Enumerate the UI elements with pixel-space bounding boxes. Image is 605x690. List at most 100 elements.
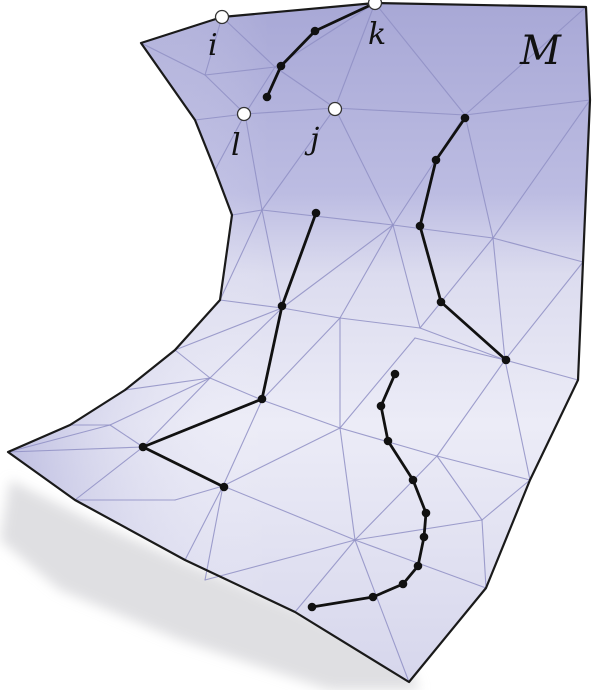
curve-vertex [310,26,320,36]
mesh-edge [464,6,587,116]
mesh-edge [194,113,246,121]
curve-vertex [431,155,441,165]
curve-vertex [262,92,272,102]
curve-vertex [368,592,378,602]
curve-vertex [390,369,400,379]
curve-vertex [436,297,446,307]
mesh-edge [261,209,394,226]
mesh-edge [492,237,506,361]
mesh-edge [214,113,246,171]
mesh-edge [334,107,394,226]
mesh-edge [209,307,283,379]
mesh-edge [174,349,211,379]
mesh-edge [7,424,111,453]
mesh-edge [419,237,494,329]
mesh-edge [204,539,356,581]
mesh-edge [464,99,591,116]
mesh-edge [109,424,144,448]
mesh-edge [124,377,211,391]
curve-vertex [276,61,286,71]
mesh-edge [334,107,466,116]
curve-vertex [415,221,425,231]
mesh-edge [204,74,246,115]
mesh-edge [481,519,487,589]
mesh-edge [504,359,531,481]
mesh-edge [109,377,211,426]
manifold-label: M [519,28,562,74]
curve-vertex [501,355,511,365]
curve-vertex [398,579,408,589]
curve-vertex [460,113,470,123]
curve-vertex [277,301,287,311]
surface-shadow [0,480,420,690]
mesh-edge [219,299,283,309]
mesh-edge [392,224,494,239]
mesh-edge [74,446,144,501]
mesh-edge [142,377,211,448]
curve-vertex [311,208,321,218]
mesh-edge [414,337,506,361]
mesh-edge [261,209,283,309]
mesh-edge [174,485,224,501]
curve-vertex [413,561,423,571]
mesh-edge [244,107,336,115]
vertex-label-i: i [208,28,218,63]
curve-1 [265,1,377,99]
boundary-outline [6,1,592,684]
mesh-edge [464,114,494,239]
marked-vertices [214,0,383,122]
mesh-edge [504,261,584,361]
mesh-edge [244,66,276,115]
mesh-edge [281,307,341,319]
mesh-edge [339,317,421,329]
mesh-edge [504,359,579,381]
mesh-edge [222,427,341,487]
curve-4 [310,372,428,609]
mesh-edge [184,485,224,561]
mesh-edge [436,455,483,521]
mesh-edge [392,224,421,329]
mesh-edge [334,2,376,109]
curve-vertex [419,532,429,542]
surface-side-shade [8,3,590,682]
mesh-edge [492,237,584,263]
mesh-edge [436,359,506,457]
mesh-edge [174,307,283,351]
curve-vertex [219,482,229,492]
curve-vertex [421,508,431,518]
curve-vertex [257,394,267,404]
mesh-boundary [6,1,592,684]
mesh-edge [492,99,591,239]
vertex-label-l: l [231,128,241,163]
mesh-edge [261,399,341,429]
mesh-edge [339,337,416,429]
mesh-edge [261,317,341,401]
curve-vertex [138,442,148,452]
curve-vertex [376,401,386,411]
curve-vertex [307,602,317,612]
mesh-edge [204,485,224,581]
mesh-edge [339,427,356,541]
mesh-edge [222,399,263,487]
mesh-edge [374,2,466,116]
mesh-edge [261,107,336,211]
mesh-edge [231,209,263,216]
marked-vertex [367,0,383,11]
mesh-edge [436,455,531,481]
mesh-edge [354,455,438,541]
marked-vertex [214,9,230,25]
mesh-edge [244,113,263,211]
mesh-edge [354,539,410,683]
mesh-edge [419,327,506,361]
mesh-edge [481,479,531,521]
mesh-edge [354,519,483,541]
mesh-edge [222,485,356,541]
curve-vertex [383,436,393,446]
mesh-edge [274,66,336,109]
curve-vertex [408,475,418,485]
marked-vertex [327,101,343,117]
mesh-edge [281,224,394,309]
marked-vertex [236,106,252,122]
mesh-edge [219,209,263,301]
